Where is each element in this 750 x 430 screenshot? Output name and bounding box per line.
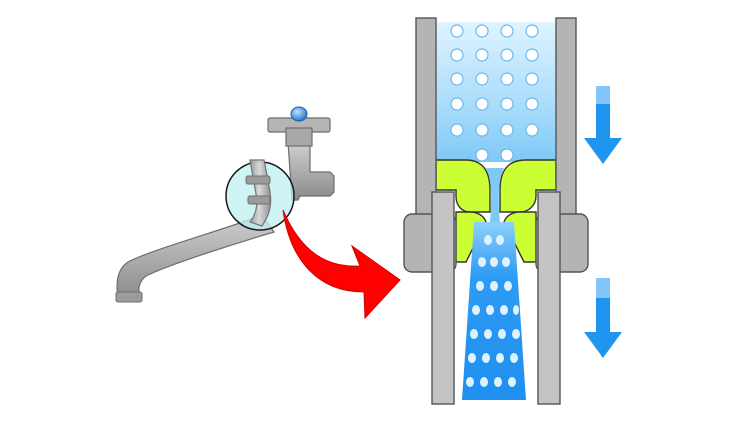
magnifier-icon <box>225 159 295 231</box>
flow-arrow-down-icon <box>584 278 622 358</box>
faucet-spout-tip <box>115 291 143 303</box>
water-bubbles-upper <box>450 24 539 162</box>
pipe-wall-upper-left <box>415 17 437 217</box>
water-upper <box>436 22 556 162</box>
faucet-body <box>287 141 335 201</box>
faucet-icon <box>115 106 335 303</box>
nozzle-cross-section <box>403 17 589 405</box>
water-jet-throat <box>486 168 504 222</box>
pipe-wall-lower-left <box>431 191 455 405</box>
water-stream <box>462 222 526 400</box>
faucet-handle-stem <box>285 127 313 147</box>
flow-arrow-down-icon <box>584 86 622 164</box>
pipe-wall-upper-right <box>555 17 577 217</box>
pipe-wall-lower-right <box>537 191 561 405</box>
water-bubbles-stream <box>466 235 520 387</box>
red-curved-arrow-icon <box>282 209 401 320</box>
faucet-knob-icon <box>290 106 308 122</box>
